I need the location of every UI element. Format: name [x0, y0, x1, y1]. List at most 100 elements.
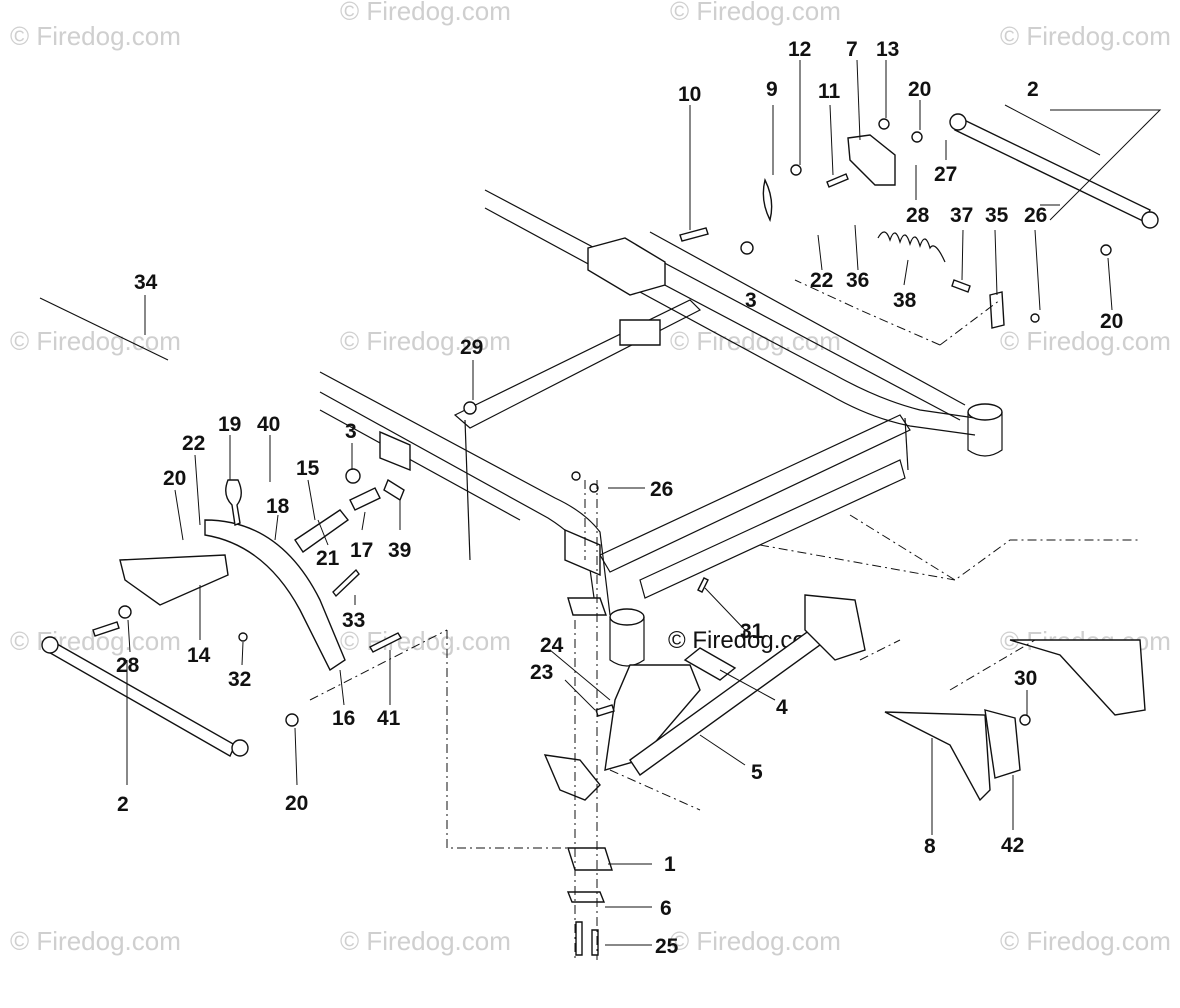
callout-31: 31 [740, 620, 764, 643]
frame-side-rail [319, 409, 521, 521]
callout-labels: 10 9 12 11 7 13 20 2 27 28 37 35 26 3 22… [116, 38, 1123, 958]
pivot-tube [967, 412, 1003, 457]
nut [571, 471, 581, 481]
watermark: © Firedog.com [10, 926, 181, 956]
bolt [369, 632, 402, 653]
leader-line [854, 224, 859, 271]
cable [39, 297, 169, 361]
rod-end [1141, 211, 1159, 229]
callout-13: 13 [876, 38, 899, 61]
leader-line [817, 234, 823, 271]
callout-42: 42 [1001, 834, 1024, 857]
watermark: © Firedog.com [340, 926, 511, 956]
leader-line [704, 587, 746, 631]
nut [238, 632, 248, 642]
callout-12: 12 [788, 38, 811, 61]
frame-cross-member [599, 414, 911, 573]
callout-23: 23 [530, 661, 553, 684]
washer [345, 468, 361, 484]
watermark: © Firedog.com [340, 626, 511, 656]
rear-lift-arm [1009, 639, 1146, 716]
frame-bracket [564, 528, 601, 577]
leader-lines [126, 59, 1162, 946]
callout-40: 40 [257, 413, 280, 436]
mounting-bracket [587, 237, 666, 296]
arm-plate [984, 709, 1021, 779]
callout-38: 38 [893, 289, 917, 312]
callout-20: 20 [908, 78, 931, 101]
callout-35: 35 [985, 204, 1009, 227]
leader-line [549, 649, 611, 701]
callout-3: 3 [345, 420, 357, 443]
bolt [697, 577, 709, 593]
callout-7: 7 [846, 38, 858, 61]
washer [911, 131, 923, 143]
leader-line [829, 104, 834, 176]
clamp-block [567, 597, 607, 616]
leader-line [719, 669, 776, 701]
callout-32: 32 [228, 668, 251, 691]
washer [285, 713, 299, 727]
frame-side-member [464, 419, 471, 561]
assembly-line [849, 514, 1140, 581]
clamp-plate [566, 891, 606, 903]
callout-27: 27 [934, 163, 957, 186]
callout-20: 20 [163, 467, 186, 490]
callout-11: 11 [818, 80, 841, 103]
leader-line [994, 229, 998, 296]
rod-end [949, 113, 967, 131]
callout-5: 5 [751, 761, 763, 784]
leader-line [194, 454, 201, 526]
callout-19: 19 [218, 413, 241, 436]
bushing [683, 647, 737, 681]
front-lift-arm [884, 711, 991, 802]
leader-line [856, 59, 861, 141]
callout-24: 24 [540, 634, 564, 657]
callout-39: 39 [388, 539, 411, 562]
lever-link [294, 509, 350, 553]
watermark: © Firedog.com [1000, 326, 1171, 356]
leader-line [564, 679, 596, 711]
callout-2: 2 [1027, 78, 1039, 101]
pivot-tube-top [609, 608, 645, 626]
watermark: © Firedog.com [1000, 21, 1171, 51]
washer [740, 241, 754, 255]
leader-line [1034, 229, 1041, 311]
frame-cross-member [453, 299, 702, 429]
assembly-line [609, 769, 701, 811]
frame-side-member [904, 417, 909, 471]
height-quadrant [204, 519, 346, 672]
leader-line [1107, 257, 1113, 311]
pivot-tube-top [967, 403, 1003, 421]
callout-20: 20 [1100, 310, 1123, 333]
frame-rail-upper-bottom [484, 207, 976, 436]
leader-line [174, 489, 184, 541]
leader-line [274, 514, 279, 541]
callout-29: 29 [460, 336, 483, 359]
bracket-small [989, 291, 1005, 329]
bolt [679, 227, 709, 242]
callout-17: 17 [350, 539, 373, 562]
leader-line [1040, 109, 1162, 221]
watermark: © Firedog.com [340, 0, 511, 26]
callout-14: 14 [187, 644, 211, 667]
height-lever [119, 554, 229, 606]
callout-20: 20 [285, 792, 308, 815]
callout-26: 26 [650, 478, 673, 501]
frame-rail-upper [484, 189, 976, 419]
callout-25: 25 [655, 935, 679, 958]
leader-line [903, 259, 909, 286]
clamp-block [567, 847, 613, 871]
leader-line [699, 734, 746, 766]
watermark: © Firedog.com [10, 21, 181, 51]
assembly-line [309, 629, 448, 701]
pivot-bracket [543, 754, 601, 801]
frame-bracket [379, 430, 411, 472]
watermark: © Firedog.com [670, 326, 841, 356]
callout-18: 18 [266, 495, 290, 518]
bolt [332, 568, 360, 598]
callout-1: 1 [664, 853, 676, 876]
pin [951, 279, 971, 293]
main-frame [319, 189, 1003, 667]
